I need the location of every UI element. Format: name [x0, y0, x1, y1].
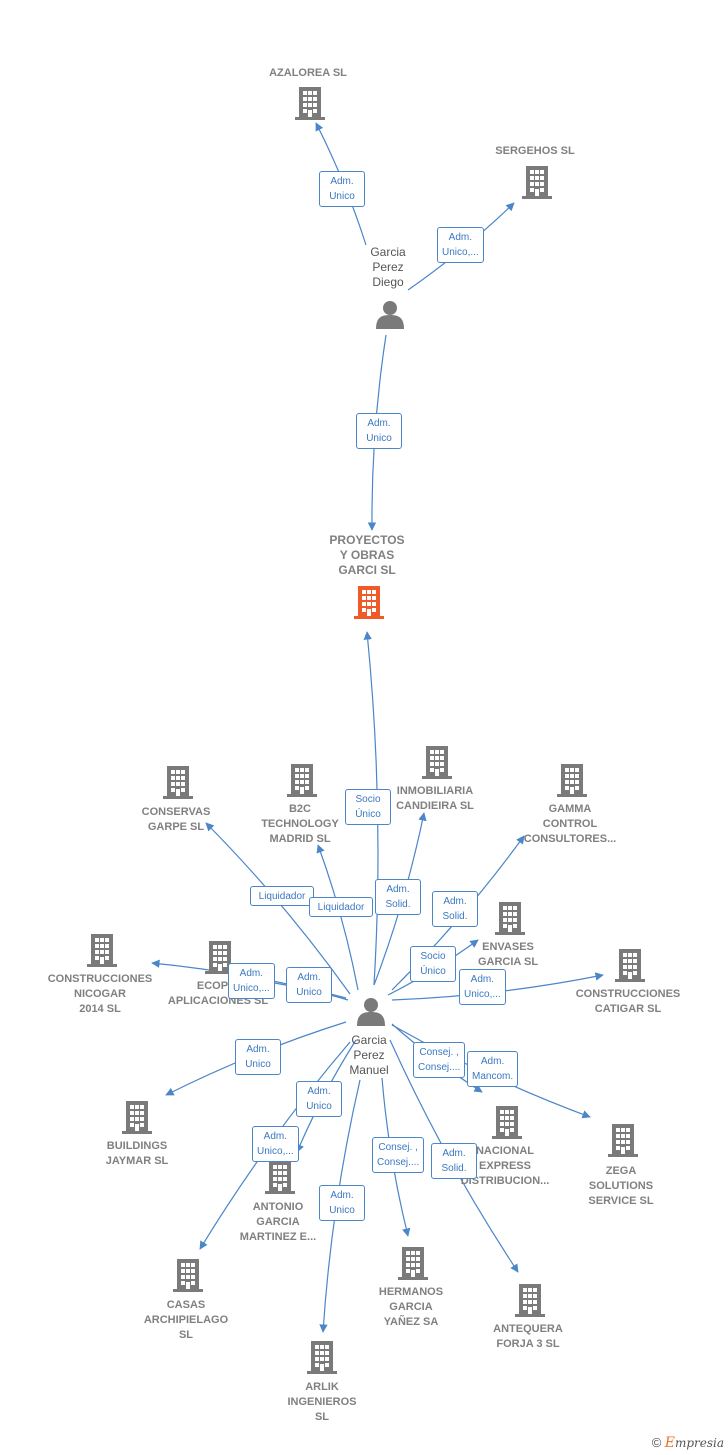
company-label-nicogar[interactable]: CONSTRUCCIONES NICOGAR 2014 SL — [47, 973, 153, 1015]
company-label-antonio[interactable]: ANTONIO GARCIA MARTINEZ E... — [239, 1201, 317, 1243]
edge-label-ecopin[interactable]: Adm. Unico — [286, 967, 332, 1003]
copyright-symbol: © — [651, 1435, 662, 1450]
edge-label-nicogar[interactable]: Adm. Unico,... — [228, 963, 275, 999]
building-icon[interactable] — [495, 902, 525, 935]
building-icon[interactable] — [173, 1259, 203, 1292]
company-label-proyectos[interactable]: PROYECTOS Y OBRAS GARCI SL — [329, 533, 405, 577]
building-icon[interactable] — [398, 1247, 428, 1280]
edge-label-gamma[interactable]: Adm. Solid. — [432, 891, 478, 927]
edge-label-conservas[interactable]: Liquidador — [250, 886, 314, 906]
edge-label-proyectos[interactable]: Adm. Unico — [356, 413, 402, 449]
edge-label-azalorea[interactable]: Adm. Unico — [319, 171, 365, 207]
company-label-azalorea[interactable]: AZALOREA SL — [269, 67, 347, 79]
edge-label-sergehos[interactable]: Adm. Unico,... — [437, 227, 484, 263]
edge-label-hermanos[interactable]: Consej. , Consej.... — [372, 1137, 425, 1173]
company-label-gamma[interactable]: GAMMA CONTROL CONSULTORES... — [523, 803, 617, 845]
building-icon[interactable] — [163, 766, 193, 799]
company-label-inmobiliaria[interactable]: INMOBILIARIA CANDIEIRA SL — [396, 785, 474, 812]
building-icon[interactable] — [522, 166, 552, 199]
edge-label-inmobiliaria[interactable]: Adm. Solid. — [375, 879, 421, 915]
footer: © Empresia — [652, 1435, 724, 1451]
edge-label-antonio[interactable]: Adm. Unico — [296, 1081, 342, 1117]
building-icon[interactable] — [122, 1101, 152, 1134]
edge-label-antequera[interactable]: Adm. Solid. — [431, 1143, 477, 1179]
edge-label-casas[interactable]: Adm. Unico,... — [252, 1126, 299, 1162]
building-icon[interactable] — [354, 586, 384, 619]
company-label-casas[interactable]: CASAS ARCHIPIELAGO SL — [143, 1299, 229, 1341]
company-label-catigar[interactable]: CONSTRUCCIONES CATIGAR SL — [575, 988, 681, 1015]
building-icon[interactable] — [265, 1161, 295, 1194]
brand-logo-initial: E — [664, 1435, 675, 1451]
building-icon[interactable] — [287, 764, 317, 797]
person-icon[interactable] — [376, 301, 404, 329]
building-icon[interactable] — [492, 1106, 522, 1139]
company-label-antequera[interactable]: ANTEQUERA FORJA 3 SL — [493, 1323, 563, 1350]
building-icon[interactable] — [615, 949, 645, 982]
building-icon[interactable] — [515, 1284, 545, 1317]
edge-label-proyectos[interactable]: Socio Único — [345, 789, 391, 825]
building-icon[interactable] — [87, 934, 117, 967]
person-label-diego[interactable]: Garcia Perez Diego — [370, 245, 406, 289]
company-label-b2c[interactable]: B2C TECHNOLOGY MADRID SL — [261, 803, 339, 845]
company-label-arlik[interactable]: ARLIK INGENIEROS SL — [287, 1381, 357, 1423]
building-icon[interactable] — [307, 1341, 337, 1374]
person-icon[interactable] — [357, 998, 385, 1026]
building-icon[interactable] — [422, 746, 452, 779]
person-label-manuel[interactable]: Garcia Perez Manuel — [349, 1033, 389, 1077]
company-label-buildings[interactable]: BUILDINGS JAYMAR SL — [105, 1140, 169, 1167]
company-label-conservas[interactable]: CONSERVAS GARPE SL — [141, 806, 211, 833]
company-label-nacional[interactable]: NACIONAL EXPRESS DISTRIBUCION... — [460, 1145, 550, 1187]
edge-label-buildings[interactable]: Adm. Unico — [235, 1039, 281, 1075]
company-label-sergehos[interactable]: SERGEHOS SL — [495, 145, 575, 157]
brand-logo-name: mpresia — [674, 1436, 724, 1450]
edge-label-nacional[interactable]: Consej. , Consej.... — [413, 1042, 466, 1078]
company-label-envases[interactable]: ENVASES GARCIA SL — [477, 941, 539, 968]
edge-label-catigar[interactable]: Adm. Unico,... — [459, 969, 506, 1005]
edge-label-envases[interactable]: Socio Único — [410, 946, 456, 982]
building-icon[interactable] — [557, 764, 587, 797]
company-label-zega[interactable]: ZEGA SOLUTIONS SERVICE SL — [588, 1165, 654, 1207]
building-icon[interactable] — [295, 87, 325, 120]
company-label-hermanos[interactable]: HERMANOS GARCIA YAÑEZ SA — [378, 1286, 444, 1328]
building-icon[interactable] — [608, 1124, 638, 1157]
edge-label-zega[interactable]: Adm. Mancom. — [467, 1051, 519, 1087]
edge-label-arlik[interactable]: Adm. Unico — [319, 1185, 365, 1221]
edge-label-b2c[interactable]: Liquidador — [309, 897, 373, 917]
